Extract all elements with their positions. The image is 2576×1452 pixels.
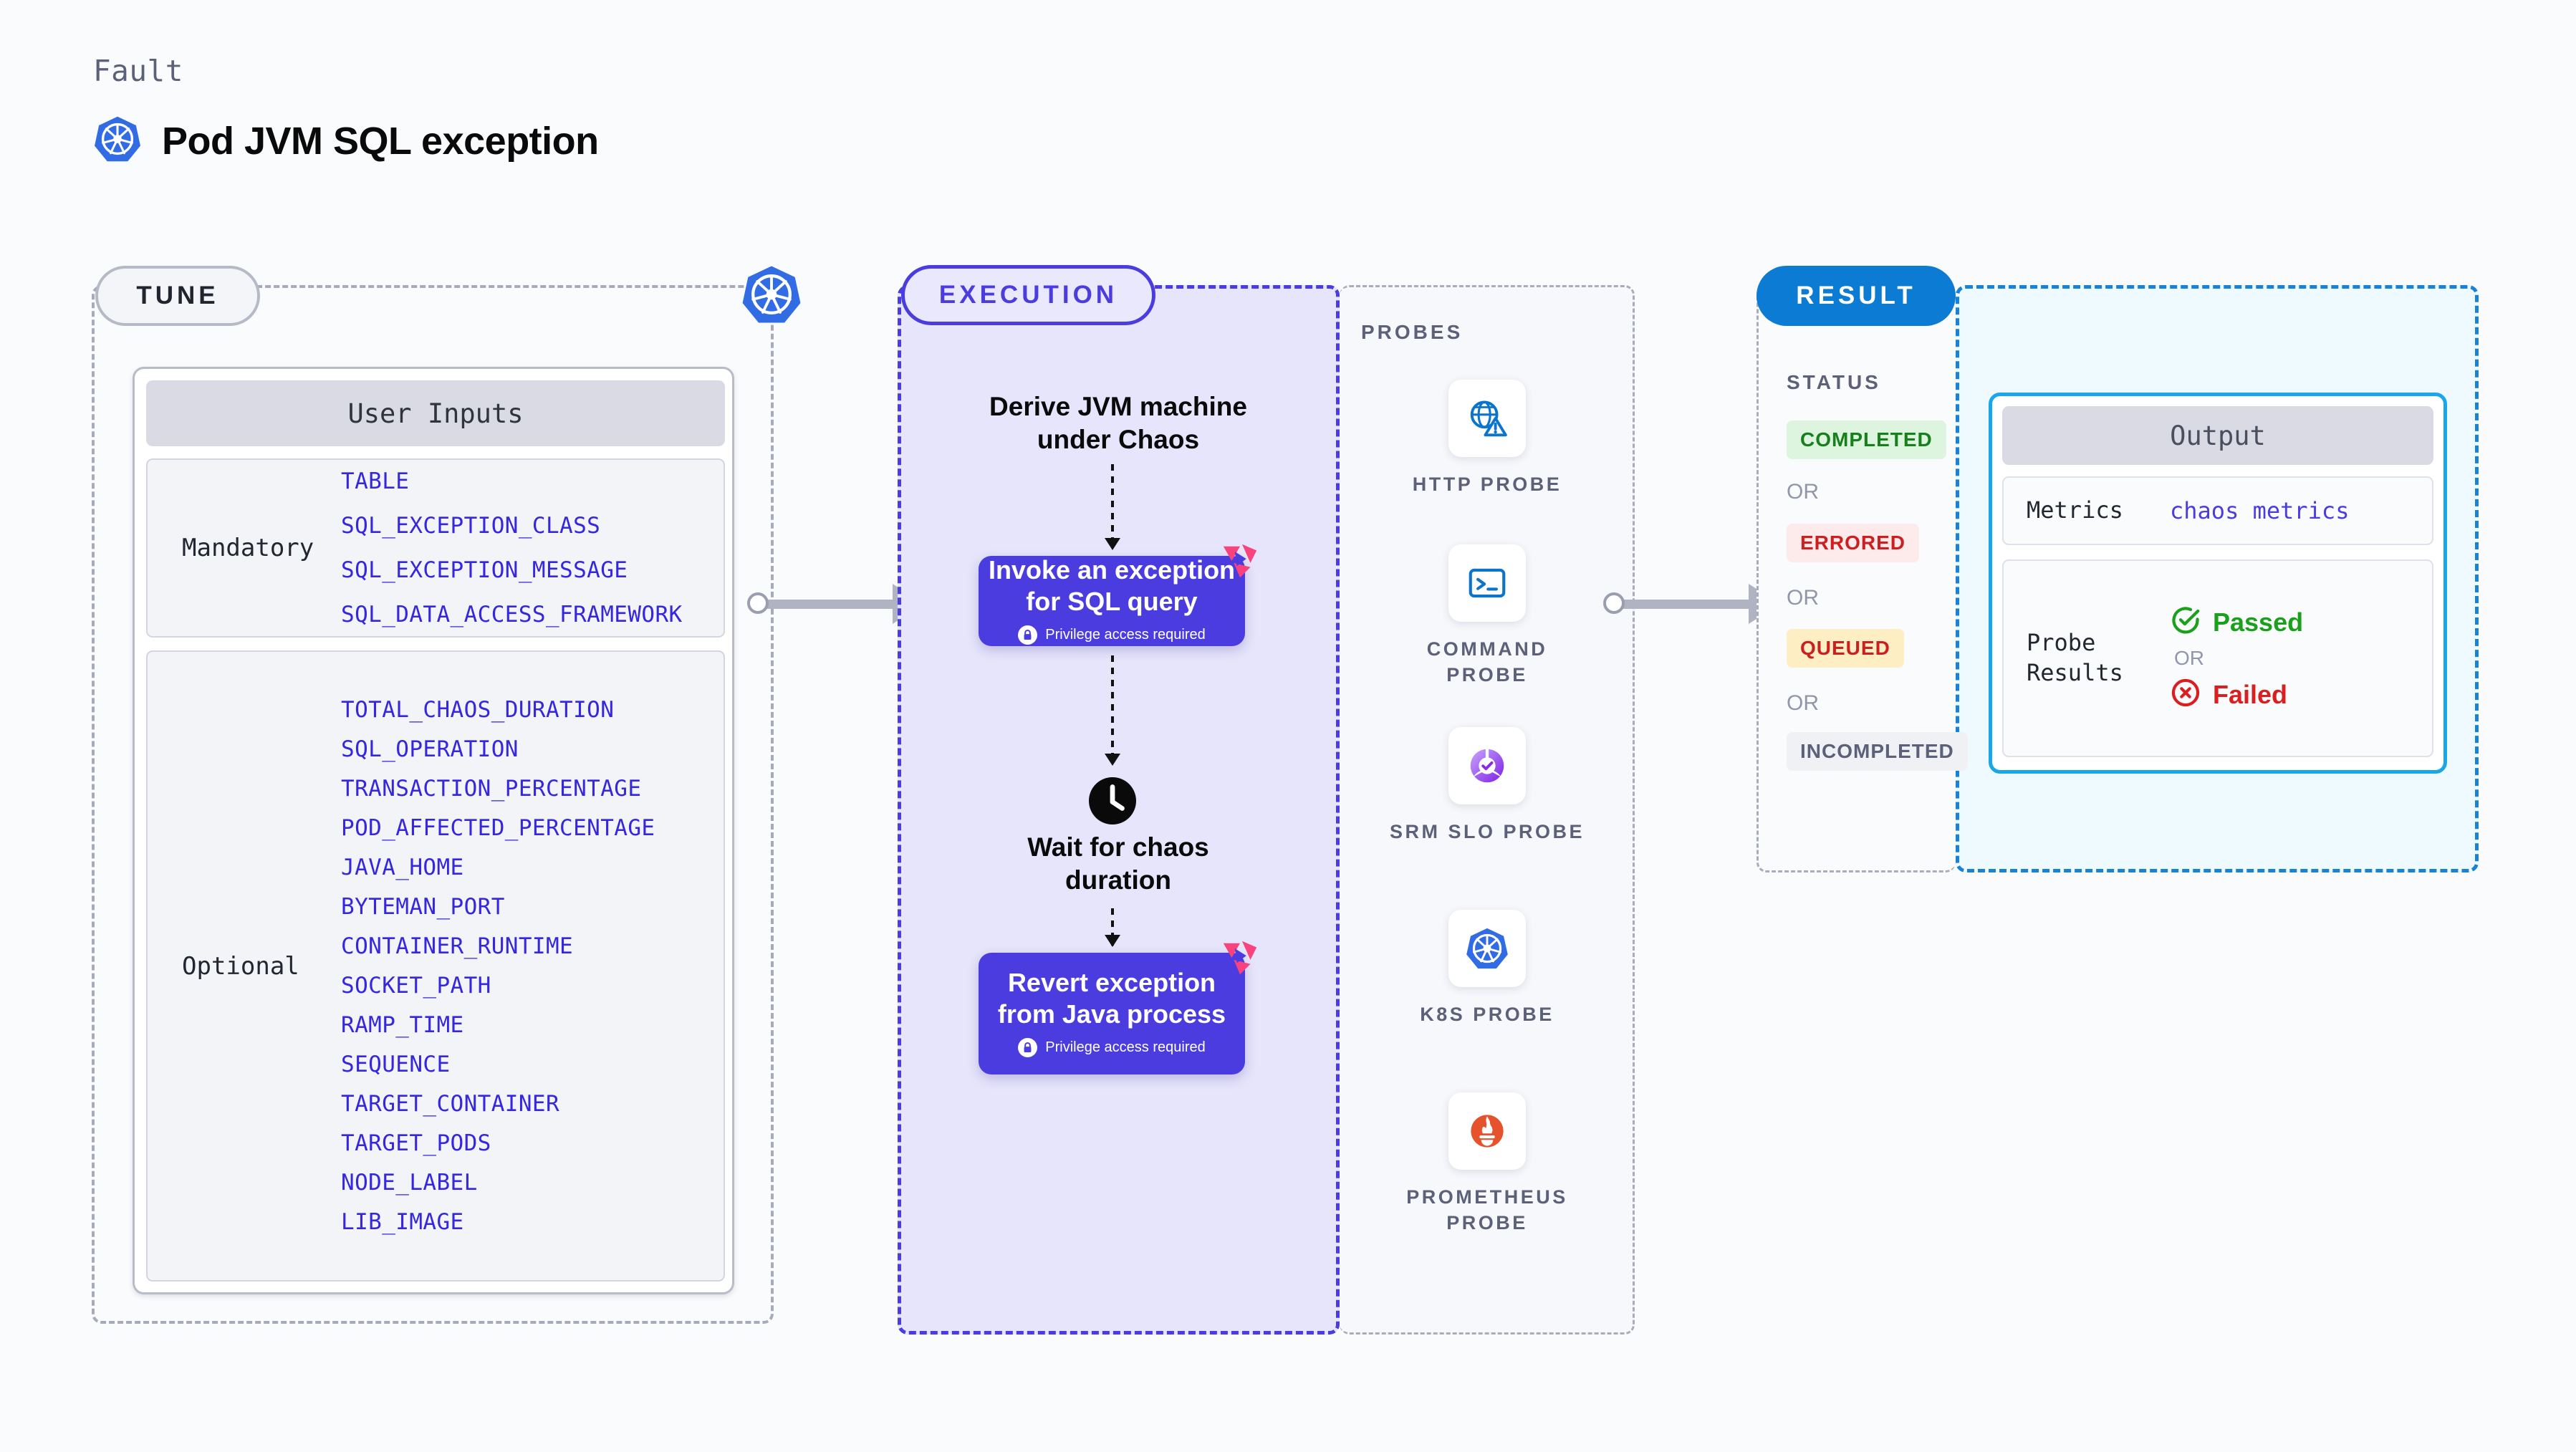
status-section-label: STATUS xyxy=(1787,371,1881,393)
probe-label: HTTP PROBE xyxy=(1412,473,1562,495)
param-item[interactable]: SQL_EXCEPTION_CLASS xyxy=(341,513,601,539)
probe-label: PROMETHEUS PROBE xyxy=(1406,1186,1568,1234)
tune-panel xyxy=(92,285,774,1324)
probes-section-label: PROBES xyxy=(1361,321,1464,343)
probe-label: K8S PROBE xyxy=(1420,1004,1554,1025)
prometheus-icon xyxy=(1448,1092,1526,1170)
or-separator: OR xyxy=(2174,647,2204,669)
flow-arrow xyxy=(1105,464,1120,550)
param-item[interactable]: RAMP_TIME xyxy=(341,1012,464,1038)
page-title: Pod JVM SQL exception xyxy=(162,119,599,163)
failed-label: Failed xyxy=(2213,679,2288,709)
privilege-note-text: Privilege access required xyxy=(1045,627,1206,643)
privilege-note-text: Privilege access required xyxy=(1045,1039,1206,1056)
result-pill-label: RESULT xyxy=(1756,266,1956,326)
status-badge-errored: ERRORED xyxy=(1787,524,1920,562)
probe-item-srm-slo[interactable]: SRM SLO PROBE xyxy=(1383,727,1592,845)
output-row-probe-results: Probe Results Passed OR xyxy=(2002,559,2433,757)
kubernetes-icon xyxy=(1448,910,1526,987)
globe-warning-icon xyxy=(1448,380,1526,457)
probe-result-failed: Failed xyxy=(2170,677,2303,712)
status-badge-incompleted: INCOMPLETED xyxy=(1787,732,1968,771)
result-status-panel xyxy=(1756,285,1956,872)
user-inputs-title: User Inputs xyxy=(146,380,725,446)
fault-title-row: Pod JVM SQL exception xyxy=(93,115,599,167)
param-item[interactable]: SOCKET_PATH xyxy=(341,973,491,999)
execution-card-title: Revert exception from Java process xyxy=(997,967,1226,1029)
x-circle-icon xyxy=(2170,677,2201,712)
clock-icon xyxy=(1087,775,1138,827)
terminal-icon xyxy=(1448,544,1526,622)
execution-card-title: Invoke an exception for SQL query xyxy=(988,554,1236,616)
metrics-value[interactable]: chaos metrics xyxy=(2170,497,2350,524)
fault-kind-label: Fault xyxy=(93,54,183,88)
param-item[interactable]: TABLE xyxy=(341,468,410,494)
connector-execution-to-result xyxy=(1603,584,1791,624)
execution-card-revert-exception[interactable]: Revert exception from Java process Privi… xyxy=(979,941,1257,1074)
execution-pill-label: EXECUTION xyxy=(901,265,1155,325)
param-item[interactable]: NODE_LABEL xyxy=(341,1170,478,1196)
output-card-title: Output xyxy=(2002,406,2433,465)
kubernetes-icon xyxy=(741,264,802,325)
param-item[interactable]: SQL_DATA_ACCESS_FRAMEWORK xyxy=(341,602,683,628)
or-separator: OR xyxy=(1787,691,1819,715)
param-item[interactable]: TARGET_CONTAINER xyxy=(341,1091,560,1117)
param-item[interactable]: CONTAINER_RUNTIME xyxy=(341,933,574,959)
or-separator: OR xyxy=(1787,586,1819,610)
litmus-logo-icon xyxy=(1219,937,1261,979)
or-separator: OR xyxy=(1787,480,1819,504)
probe-label: SRM SLO PROBE xyxy=(1389,821,1585,842)
flow-arrow xyxy=(1105,655,1120,766)
check-circle-icon xyxy=(2170,605,2201,640)
optional-param-group: Optional TOTAL_CHAOS_DURATION SQL_OPERAT… xyxy=(146,650,725,1282)
mandatory-param-group: Mandatory TABLE SQL_EXCEPTION_CLASS SQL_… xyxy=(146,458,725,638)
param-item[interactable]: TRANSACTION_PERCENTAGE xyxy=(341,776,642,802)
probe-item-http[interactable]: HTTP PROBE xyxy=(1383,380,1592,497)
status-badge-queued: QUEUED xyxy=(1787,629,1904,668)
metrics-label: Metrics xyxy=(2027,496,2123,524)
probe-label: COMMAND PROBE xyxy=(1426,638,1548,686)
lock-icon xyxy=(1018,625,1038,645)
litmus-logo-icon xyxy=(1219,540,1261,582)
optional-param-list: TOTAL_CHAOS_DURATION SQL_OPERATION TRANS… xyxy=(341,691,655,1242)
execution-step-derive-jvm: Derive JVM machine under Chaos xyxy=(989,392,1247,455)
probe-results-label: Probe Results xyxy=(2027,629,2123,686)
probe-results-values: Passed OR Failed xyxy=(2170,605,2303,712)
param-item[interactable]: SQL_EXCEPTION_MESSAGE xyxy=(341,557,628,583)
probe-item-k8s[interactable]: K8S PROBE xyxy=(1383,910,1592,1027)
lock-icon xyxy=(1018,1038,1038,1058)
group-label-mandatory: Mandatory xyxy=(182,534,314,562)
param-item[interactable]: LIB_IMAGE xyxy=(341,1209,464,1235)
probe-result-passed: Passed xyxy=(2170,605,2303,640)
flow-arrow xyxy=(1105,908,1120,947)
group-label-optional: Optional xyxy=(182,951,299,981)
tune-pill-label: TUNE xyxy=(95,266,260,326)
probe-item-prometheus[interactable]: PROMETHEUS PROBE xyxy=(1383,1092,1592,1236)
mandatory-param-list: TABLE SQL_EXCEPTION_CLASS SQL_EXCEPTION_… xyxy=(341,459,683,637)
kubernetes-icon xyxy=(93,115,142,167)
user-inputs-card: User Inputs Mandatory TABLE SQL_EXCEPTIO… xyxy=(133,367,734,1294)
privilege-note: Privilege access required xyxy=(1018,1038,1206,1058)
param-item[interactable]: SQL_OPERATION xyxy=(341,736,519,762)
slo-donut-check-icon xyxy=(1448,727,1526,804)
status-badge-completed: COMPLETED xyxy=(1787,420,1946,459)
param-item[interactable]: JAVA_HOME xyxy=(341,855,464,880)
output-row-metrics: Metrics chaos metrics xyxy=(2002,476,2433,545)
param-item[interactable]: SEQUENCE xyxy=(341,1052,451,1077)
param-item[interactable]: BYTEMAN_PORT xyxy=(341,894,505,920)
output-card: Output Metrics chaos metrics Probe Resul… xyxy=(1989,393,2447,774)
execution-card-invoke-exception[interactable]: Invoke an exception for SQL query Privil… xyxy=(979,544,1257,646)
param-item[interactable]: POD_AFFECTED_PERCENTAGE xyxy=(341,815,655,841)
param-item[interactable]: TOTAL_CHAOS_DURATION xyxy=(341,697,615,723)
privilege-note: Privilege access required xyxy=(1018,625,1206,645)
passed-label: Passed xyxy=(2213,607,2304,637)
probe-item-command[interactable]: COMMAND PROBE xyxy=(1383,544,1592,688)
param-item[interactable]: TARGET_PODS xyxy=(341,1130,491,1156)
execution-step-wait-for-chaos: Wait for chaos duration xyxy=(1027,832,1209,895)
